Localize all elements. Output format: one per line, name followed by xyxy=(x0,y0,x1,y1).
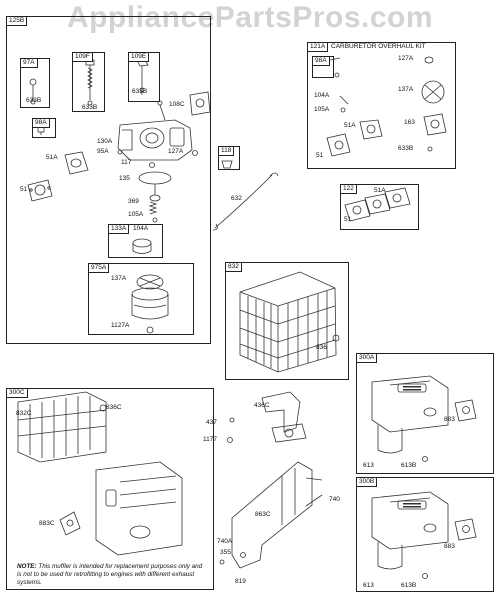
part-label-105A-kit: 105A xyxy=(314,106,330,113)
note-text: This muffler is intended for replacement… xyxy=(17,563,203,586)
note-prefix: NOTE: xyxy=(17,563,37,570)
group-133A: 133A 104A xyxy=(108,224,163,258)
part-133A-icon xyxy=(132,238,152,254)
part-label-632: 632 xyxy=(231,195,242,202)
part-label-51A-122: 51A xyxy=(374,187,386,194)
part-label-137A-a: 137A xyxy=(111,275,127,282)
float-135-icon xyxy=(138,171,172,202)
part-label-95A: 95A xyxy=(97,148,109,155)
group-label-300B: 300B xyxy=(357,478,378,487)
group-label-109E: 109E xyxy=(129,53,150,62)
part-label-130A: 130A xyxy=(97,138,113,145)
part-label-105A-a: 105A xyxy=(128,211,144,218)
elbow-436C-icon xyxy=(227,391,307,443)
part-label-613-b: 613 xyxy=(363,582,374,589)
group-label-122: 122 xyxy=(341,185,357,194)
part-label-883-a: 883 xyxy=(444,416,455,423)
group-label-121A: 121A xyxy=(308,43,329,52)
group-label-109F: 109F xyxy=(73,53,93,62)
gasket-51A-icon xyxy=(64,151,89,175)
part-label-1177: 1177 xyxy=(203,436,217,443)
watermark-text: AppliancePartsPros.com xyxy=(66,1,434,34)
muffler-300B-icon xyxy=(371,491,477,579)
bowl-975A-icon xyxy=(131,274,169,334)
part-label-163: 163 xyxy=(404,119,415,126)
group-98A-left: 98A xyxy=(32,118,56,138)
part-label-836C: 836C xyxy=(106,404,122,411)
part-label-51A-kit: 51A xyxy=(344,122,356,129)
part-label-51-kit: 51 xyxy=(316,152,324,159)
part-label-740: 740 xyxy=(329,496,340,503)
part-label-436C: 436C xyxy=(254,402,270,409)
group-label-300C: 300C xyxy=(7,389,28,398)
group-300B: 300B xyxy=(356,477,494,592)
part-label-104A-kit: 104A xyxy=(314,92,330,99)
part-label-437: 437 xyxy=(206,419,217,426)
group-300C: 300C xyxy=(6,388,214,590)
group-label-118: 118 xyxy=(219,147,235,156)
group-109E: 109E xyxy=(128,52,160,102)
part-label-135: 135 xyxy=(119,175,130,182)
group-832: 832 xyxy=(225,262,349,380)
group-121A-overhaul-kit: 121A CARBURETOR OVERHAUL KIT xyxy=(307,42,456,169)
part-label-613B-b: 613B xyxy=(401,582,417,589)
part-label-51A-a: 51A xyxy=(46,154,58,161)
part-label-117: 117 xyxy=(121,159,132,166)
group-122: 122 xyxy=(340,184,419,230)
group-label-98A-left: 98A xyxy=(33,119,50,128)
part-label-127A-b: 127A xyxy=(398,55,414,62)
part-label-633B-kit: 633B xyxy=(398,145,414,152)
gasket-51-icon xyxy=(27,179,53,202)
part-label-740A: 740A xyxy=(217,538,233,545)
group-label-97A: 97A xyxy=(21,59,38,68)
group-97A: 97A xyxy=(20,58,50,108)
group-label-98A-kit: 98A xyxy=(313,57,330,66)
part-label-51-a: 51 xyxy=(20,186,28,193)
part-label-127A-a: 127A xyxy=(168,148,184,155)
group-975A: 975A xyxy=(88,263,194,335)
spring-369-icon xyxy=(148,201,158,215)
muffler-300A-icon xyxy=(371,375,477,462)
part-label-613B-a: 613B xyxy=(401,462,417,469)
group-98A-kit: 98A xyxy=(312,56,334,78)
part-label-863C: 863C xyxy=(255,511,271,518)
part-label-137A-kit: 137A xyxy=(398,86,414,93)
part-label-1127A: 1127A xyxy=(111,322,130,329)
part-label-104A-in: 104A xyxy=(133,225,149,232)
group-label-133A: 133A xyxy=(109,225,130,234)
muffler-300C-icon xyxy=(17,391,183,556)
part-label-836: 836 xyxy=(316,344,327,351)
muffler-note: NOTE: This muffler is intended for repla… xyxy=(17,563,207,587)
group-label-300A: 300A xyxy=(357,354,378,363)
part-label-832C: 832C xyxy=(16,410,32,417)
part-label-633B-a: 633B xyxy=(26,97,42,104)
part-label-51-122: 51 xyxy=(344,216,352,223)
part-label-633B-b: 633B xyxy=(82,104,98,111)
screen-832-icon xyxy=(239,271,340,373)
kit-parts-icon xyxy=(326,56,447,157)
part-label-355: 355 xyxy=(220,549,231,556)
part-label-613-a: 613 xyxy=(363,462,374,469)
part-label-883-b: 883 xyxy=(444,543,455,550)
part-118-icon xyxy=(221,160,233,169)
bracket-863C-icon xyxy=(219,461,323,569)
group-118: 118 xyxy=(218,146,240,170)
group-label-832: 832 xyxy=(226,263,242,272)
part-109F-icon xyxy=(85,59,95,106)
kit-122-gaskets-icon xyxy=(344,187,411,222)
part-label-819: 819 xyxy=(235,578,246,585)
part-label-108C: 108C xyxy=(169,101,185,108)
group-label-125B: 125B xyxy=(7,17,28,26)
part-97A-icon xyxy=(29,78,37,105)
kit-title: CARBURETOR OVERHAUL KIT xyxy=(331,43,426,50)
group-125B: 125B xyxy=(6,16,211,344)
part-label-883C: 883C xyxy=(39,520,55,527)
part-label-633B-c: 633B xyxy=(132,88,148,95)
group-label-975A: 975A xyxy=(89,264,110,273)
part-label-369: 369 xyxy=(128,198,139,205)
group-300A: 300A xyxy=(356,353,494,474)
group-109F: 109F xyxy=(72,52,105,112)
link-rod-632-icon xyxy=(212,172,279,231)
